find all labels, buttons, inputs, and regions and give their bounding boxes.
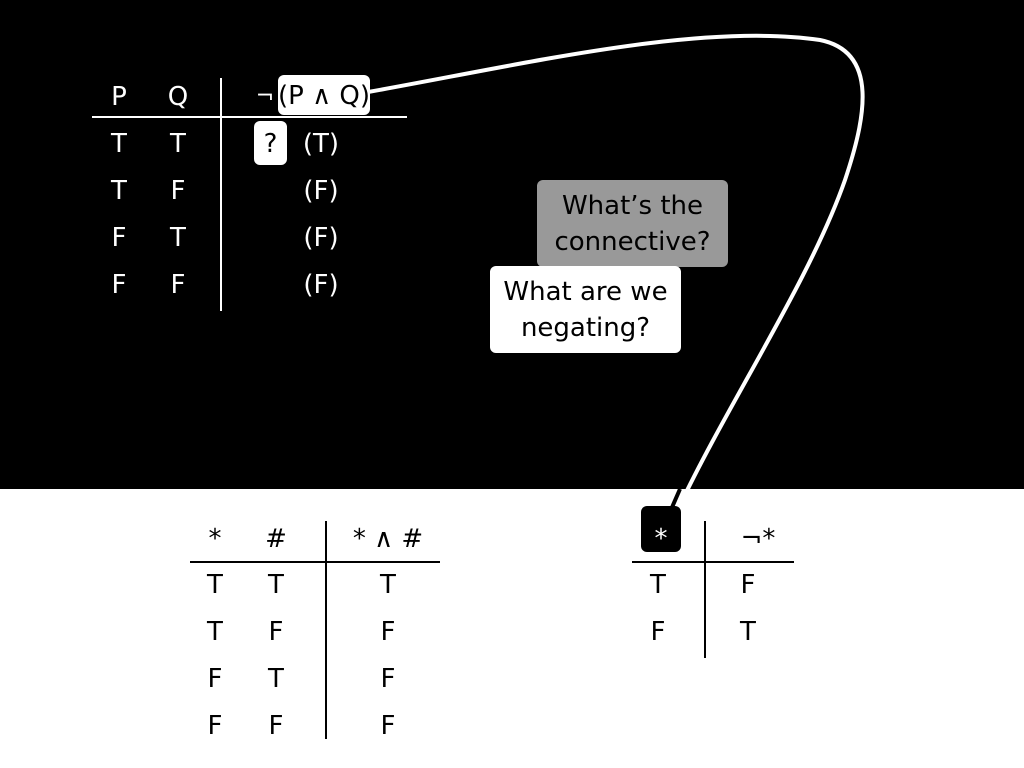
bottom-panel xyxy=(0,489,1024,768)
star-highlight-box: * xyxy=(641,506,681,554)
highlighted-expression-box: (P ∧ Q) xyxy=(278,75,370,115)
cell-p: T xyxy=(111,129,127,159)
connective-question-bubble: What’s the connective? xyxy=(537,180,728,267)
cell: F xyxy=(207,664,223,694)
cell: F xyxy=(740,570,756,600)
header-q: Q xyxy=(167,82,189,112)
header-rule xyxy=(632,561,794,563)
cell-q: T xyxy=(170,223,186,253)
cell: T xyxy=(740,617,756,647)
cell-q: F xyxy=(170,270,186,300)
header-conjunction: * ∧ # xyxy=(352,524,424,554)
header-hash: # xyxy=(265,524,287,554)
header-rule xyxy=(190,561,440,563)
header-p: P xyxy=(111,82,127,112)
column-divider xyxy=(704,521,706,658)
connective-question-text: What’s the connective? xyxy=(554,190,711,257)
cell-p: T xyxy=(111,176,127,206)
cell-result: (F) xyxy=(303,223,339,253)
header-star: * xyxy=(654,524,668,554)
cell: T xyxy=(268,570,284,600)
cell: F xyxy=(207,711,223,741)
top-panel xyxy=(0,0,1024,489)
header-rule xyxy=(92,116,407,118)
cell-q: F xyxy=(170,176,186,206)
cell: T xyxy=(268,664,284,694)
cell: T xyxy=(207,570,223,600)
negation-symbol: ¬ xyxy=(255,84,275,109)
question-mark: ? xyxy=(263,129,278,159)
cell: F xyxy=(268,711,284,741)
cell-result: (T) xyxy=(302,129,340,159)
cell: F xyxy=(380,617,396,647)
highlighted-expression: (P ∧ Q) xyxy=(278,81,370,111)
cell: F xyxy=(268,617,284,647)
negating-question-bubble: What are we negating? xyxy=(490,266,681,353)
cell-result: (F) xyxy=(303,176,339,206)
question-mark-box: ? xyxy=(254,121,287,165)
cell-q: T xyxy=(170,129,186,159)
cell: F xyxy=(650,617,666,647)
header-star: * xyxy=(208,524,222,554)
negating-question-text: What are we negating? xyxy=(503,276,668,343)
cell-result: (F) xyxy=(303,270,339,300)
cell-p: F xyxy=(111,223,127,253)
column-divider xyxy=(220,78,222,311)
cell: F xyxy=(380,711,396,741)
column-divider xyxy=(325,521,327,739)
header-negation: ¬* xyxy=(740,524,776,554)
cell-p: F xyxy=(111,270,127,300)
cell: T xyxy=(650,570,666,600)
cell: F xyxy=(380,664,396,694)
cell: T xyxy=(380,570,396,600)
cell: T xyxy=(207,617,223,647)
